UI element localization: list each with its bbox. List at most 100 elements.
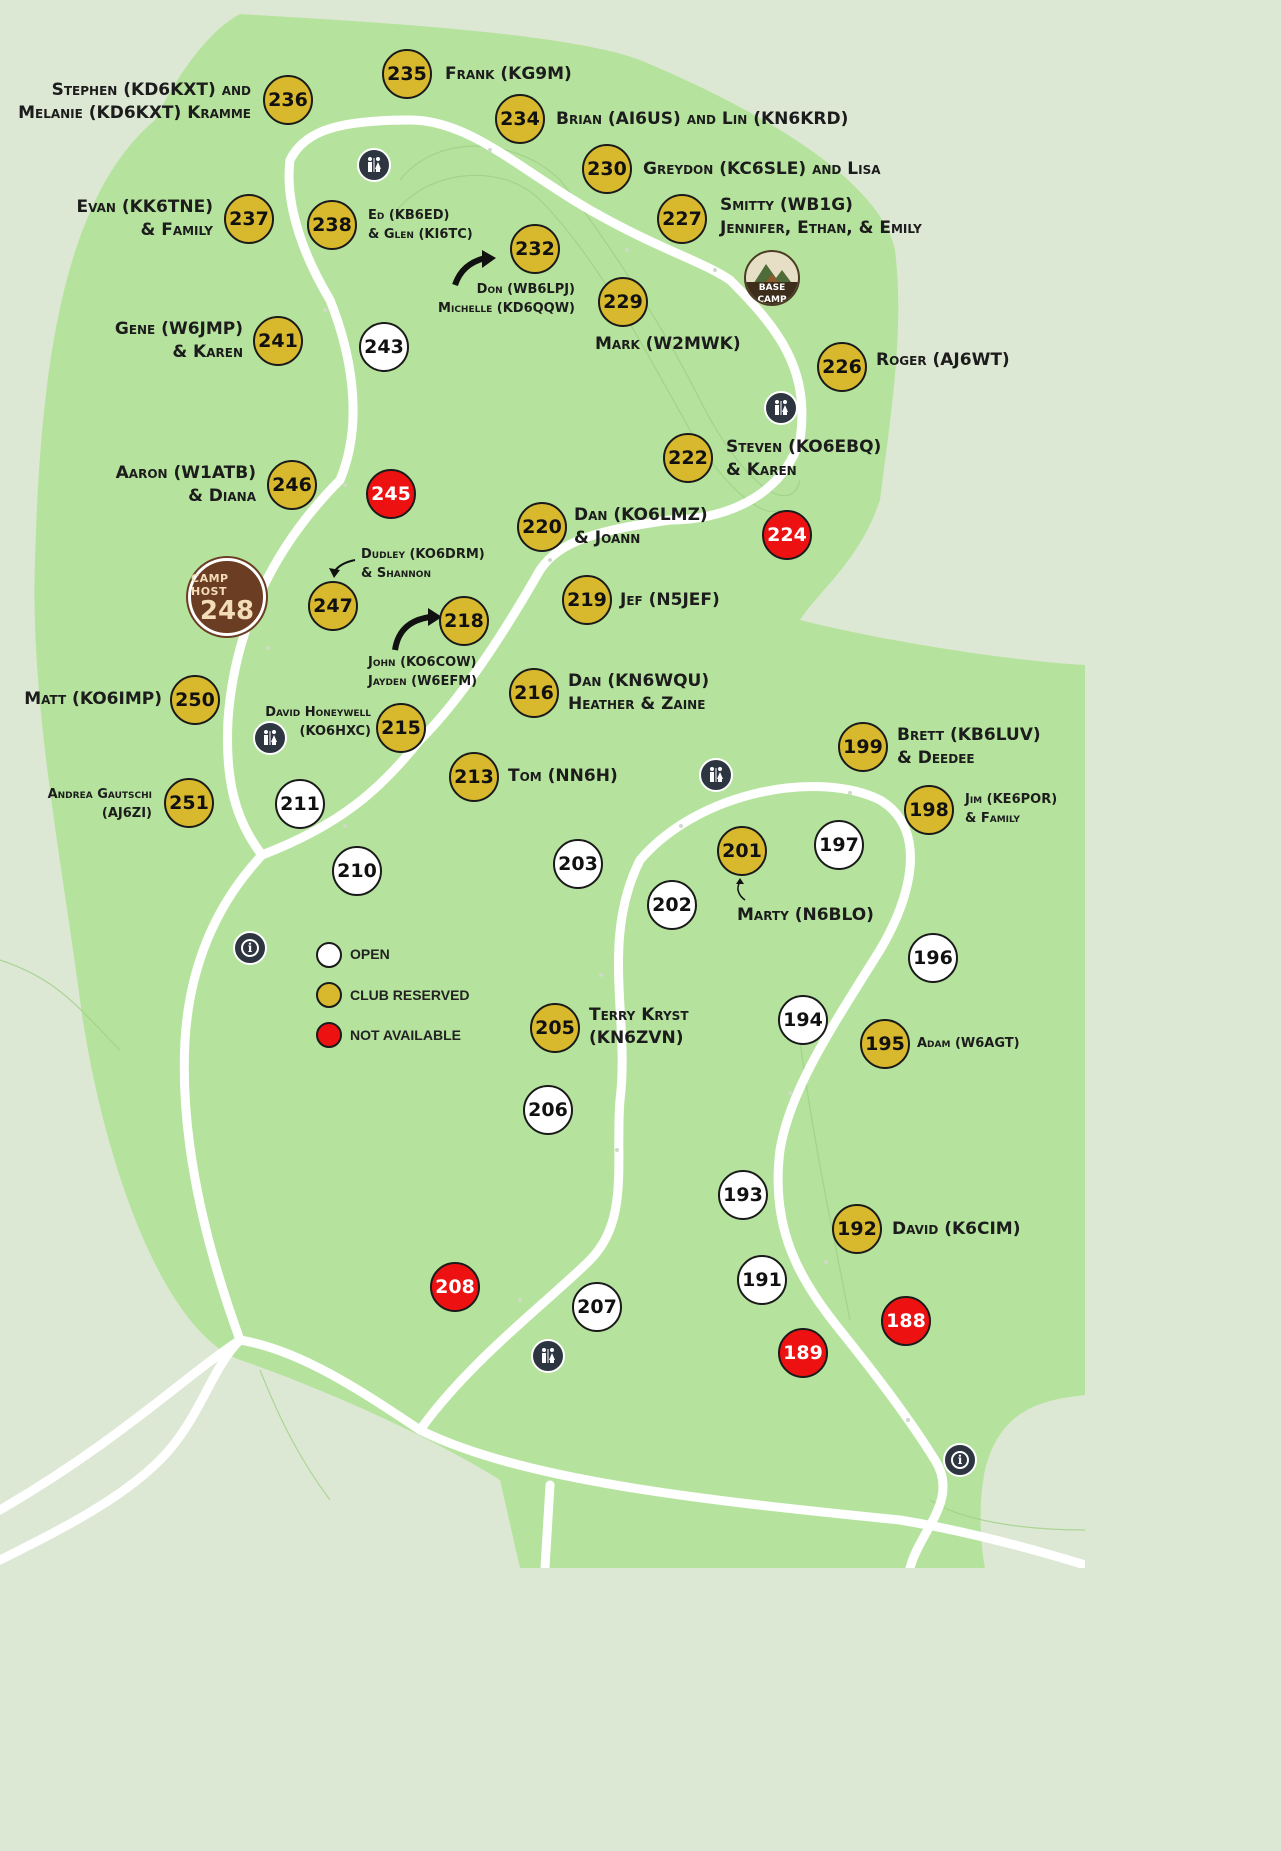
occupant-line: Jayden (W6EFM) [368,673,478,689]
campsite-215-occupants: David Honeywell(KO6HXC) [265,704,371,742]
campsite-251[interactable]: 251 [164,778,214,828]
campsite-232-occupants: Don (WB6LPJ)Michelle (KD6QQW) [438,281,575,319]
base-camp-logo: BASE CAMP [744,250,800,306]
campsite-243[interactable]: 243 [359,322,409,372]
campsite-216[interactable]: 216 [509,668,559,718]
campsite-number: 245 [371,483,411,505]
campsite-number: 195 [865,1033,905,1055]
occupant-line: Tom (NN6H) [508,766,618,786]
campsite-218[interactable]: 218 [439,596,489,646]
campsite-229[interactable]: 229 [598,277,648,327]
campsite-246-occupants: Aaron (W1ATB)& Diana [116,462,256,508]
campsite-number: 218 [444,610,484,632]
campsite-245[interactable]: 245 [366,469,416,519]
campsite-195-occupants: Adam (W6AGT) [917,1035,1020,1054]
campsite-202[interactable]: 202 [647,880,697,930]
campsite-216-occupants: Dan (KN6WQU)Heather & Zaine [568,670,709,716]
legend-open-label: OPEN [350,946,390,962]
campsite-235[interactable]: 235 [382,49,432,99]
campsite-247[interactable]: 247 [308,581,358,631]
occupant-line: Jim (KE6POR) [965,792,1058,807]
campsite-number: 191 [742,1269,782,1291]
campsite-201[interactable]: 201 [717,826,767,876]
info-icon[interactable]: i [233,931,267,965]
campsite-number: 207 [577,1296,617,1318]
campsite-208[interactable]: 208 [430,1262,480,1312]
campsite-194[interactable]: 194 [778,995,828,1045]
camp-host-badge[interactable]: CAMP HOST 248 [188,558,266,636]
restroom-icon[interactable] [531,1339,565,1373]
restroom-icon[interactable] [764,391,798,425]
campsite-219[interactable]: 219 [562,575,612,625]
campsite-number: 197 [819,834,859,856]
campsite-226[interactable]: 226 [817,342,867,392]
restroom-icon[interactable] [357,148,391,182]
campsite-196[interactable]: 196 [908,933,958,983]
campsite-241[interactable]: 241 [253,316,303,366]
campsite-193[interactable]: 193 [718,1170,768,1220]
campsite-number: 222 [668,447,708,469]
campsite-224[interactable]: 224 [762,510,812,560]
campsite-188[interactable]: 188 [881,1296,931,1346]
campsite-250-occupants: Matt (KO6IMP) [24,688,162,711]
campsite-250[interactable]: 250 [170,675,220,725]
occupant-line: Dudley (KO6DRM) [361,547,485,562]
campsite-number: 202 [652,894,692,916]
campsite-222[interactable]: 222 [663,433,713,483]
occupant-line: & Family [140,219,213,240]
occupant-line: David (K6CIM) [892,1219,1021,1239]
campsite-251-occupants: Andrea Gautschi(AJ6ZI) [48,786,152,824]
campsite-number: 215 [381,717,421,739]
campsite-number: 237 [229,208,269,230]
restroom-icon[interactable] [699,758,733,792]
campsite-number: 205 [535,1017,575,1039]
occupant-line: Marty (N6BLO) [737,905,874,925]
campsite-number: 219 [567,589,607,611]
occupant-line: Smitty (WB1G) [720,195,853,215]
occupant-line: Matt (KO6IMP) [24,689,162,709]
campsite-199-occupants: Brett (KB6LUV)& Deedee [897,724,1041,770]
campsite-220[interactable]: 220 [517,502,567,552]
campsite-227[interactable]: 227 [657,194,707,244]
campsite-number: 211 [280,793,320,815]
campsite-230[interactable]: 230 [582,144,632,194]
campsite-234[interactable]: 234 [495,94,545,144]
campsite-205[interactable]: 205 [530,1003,580,1053]
campsite-number: 203 [558,853,598,875]
occupant-line: Don (WB6LPJ) [476,282,575,297]
campsite-246[interactable]: 246 [267,460,317,510]
campsite-206[interactable]: 206 [523,1085,573,1135]
campsite-198[interactable]: 198 [904,785,954,835]
campsite-227-occupants: Smitty (WB1G)Jennifer, Ethan, & Emily [720,194,922,240]
campsite-215[interactable]: 215 [376,703,426,753]
occupant-line: Jennifer, Ethan, & Emily [720,217,922,238]
occupant-line: Steven (KO6EBQ) [726,437,882,457]
campsite-195[interactable]: 195 [860,1019,910,1069]
info-icon[interactable]: i [943,1443,977,1477]
campsite-203[interactable]: 203 [553,839,603,889]
campsite-191[interactable]: 191 [737,1255,787,1305]
camp-host-label: CAMP HOST [191,572,229,598]
campsite-number: 251 [169,792,209,814]
campsite-192[interactable]: 192 [832,1204,882,1254]
campsite-197[interactable]: 197 [814,820,864,870]
campsite-199[interactable]: 199 [838,722,888,772]
occupant-line: Dan (KN6WQU) [568,671,710,691]
campsite-232[interactable]: 232 [510,224,560,274]
campsite-237[interactable]: 237 [224,194,274,244]
campsite-207[interactable]: 207 [572,1282,622,1332]
campsite-number: 236 [268,89,308,111]
restroom-icon[interactable] [253,721,287,755]
campsite-236[interactable]: 236 [263,75,313,125]
campsite-210[interactable]: 210 [332,846,382,896]
campsite-211[interactable]: 211 [275,779,325,829]
campsite-238[interactable]: 238 [307,200,357,250]
campsite-218-occupants: John (KO6COW)Jayden (W6EFM) [368,654,477,692]
roads [0,115,1085,1568]
campsite-213[interactable]: 213 [449,752,499,802]
occupant-line: (KN6ZVN) [589,1027,684,1048]
campsite-number: 232 [515,238,555,260]
campsite-235-occupants: Frank (KG9M) [445,63,572,86]
campsite-189[interactable]: 189 [778,1328,828,1378]
